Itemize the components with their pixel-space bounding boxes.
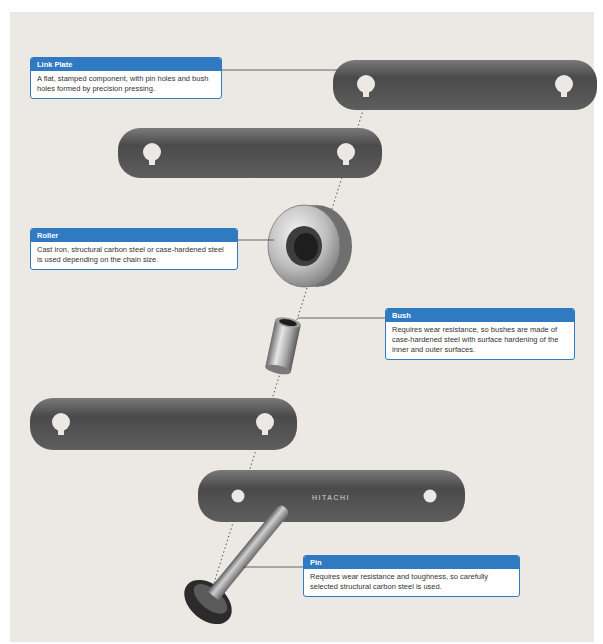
bush	[264, 363, 291, 376]
callout-body: Cast iron, structural carbon steel or ca…	[31, 242, 237, 269]
callout-body: A flat, stamped component, with pin hole…	[31, 71, 221, 98]
leader-line	[222, 70, 338, 71]
pin	[176, 571, 241, 633]
link-plate	[424, 490, 437, 503]
callout-heading: Roller	[31, 229, 237, 242]
bush	[274, 315, 301, 329]
pin	[208, 581, 228, 601]
roller	[286, 226, 322, 266]
pin	[205, 503, 291, 603]
pin	[189, 578, 233, 619]
callout-box: PinRequires wear resistance and toughnes…	[303, 555, 520, 597]
roller	[268, 205, 352, 287]
link-plate	[118, 128, 382, 178]
callout-box: Link PlateA flat, stamped component, wit…	[30, 57, 222, 99]
link-plate	[30, 398, 297, 450]
link-plate	[343, 158, 349, 165]
roller	[294, 233, 318, 261]
link-plate	[333, 60, 597, 110]
callout-body: Requires wear resistance and toughness, …	[304, 569, 519, 596]
leader-line	[238, 240, 274, 241]
pin	[176, 490, 306, 633]
link-plate	[58, 428, 64, 435]
leader-line	[222, 70, 385, 567]
plate-marking: HITACHI	[312, 494, 350, 501]
callout-heading: Bush	[386, 309, 574, 322]
link-plate	[561, 90, 567, 97]
link-plate	[198, 470, 465, 522]
bush	[264, 315, 301, 376]
bush	[279, 318, 298, 328]
bush	[265, 320, 300, 372]
roller	[268, 205, 340, 287]
link-plate	[30, 398, 297, 450]
link-plate	[232, 490, 245, 503]
callout-heading: Link Plate	[31, 58, 221, 71]
callout-body: Requires wear resistance, so bushes are …	[386, 322, 574, 358]
link-plate	[118, 128, 382, 178]
link-plate	[363, 90, 369, 97]
leader-line	[243, 567, 303, 568]
link-plate	[149, 158, 155, 165]
callout-heading: Pin	[304, 556, 519, 569]
link-plate	[262, 428, 268, 435]
leader-line	[298, 318, 385, 319]
callout-box: RollerCast iron, structural carbon steel…	[30, 228, 238, 270]
link-plate	[333, 60, 597, 110]
callout-box: BushRequires wear resistance, so bushes …	[385, 308, 575, 360]
link-plate	[198, 470, 465, 522]
